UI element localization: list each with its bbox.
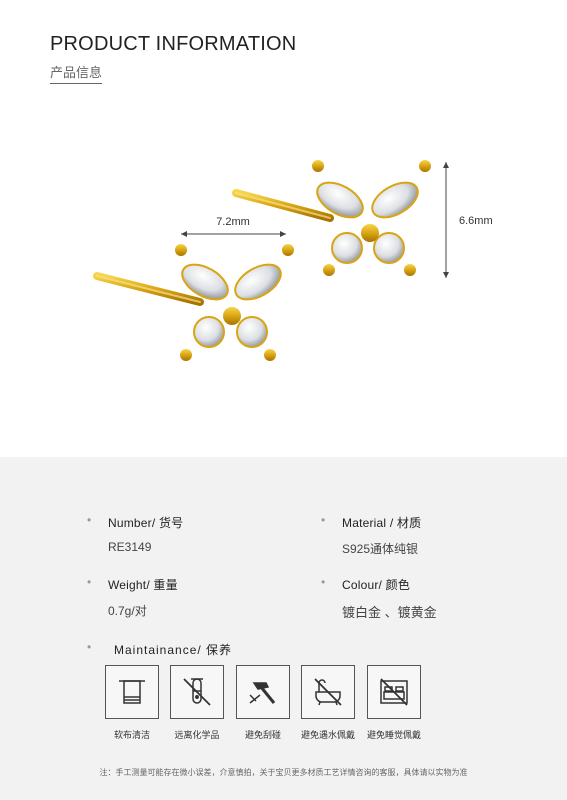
bullet-icon: • — [87, 575, 92, 589]
earring-front — [93, 244, 294, 361]
spec-value: 0.7g/对 — [108, 604, 147, 618]
bullet-icon: • — [87, 640, 92, 654]
care-label: 避免睡觉佩戴 — [367, 731, 422, 741]
specs-panel: • Number/ 货号 RE3149 • Material / 材质 S925… — [0, 457, 567, 800]
bullet-icon: • — [321, 575, 326, 589]
bathtub-icon — [301, 665, 355, 719]
spec-label: Number/ 货号 — [108, 516, 184, 530]
care-icons: 软布清洁 远离化学品 避免刮碰 — [105, 665, 425, 755]
product-photo: 7.2mm 6.6mm — [93, 160, 493, 361]
spec-value: RE3149 — [108, 540, 152, 554]
spec-material: • Material / 材质 S925通体纯银 — [321, 513, 422, 557]
spec-maintainance: • Maintainance/ 保养 — [87, 640, 233, 658]
disclaimer-note: 注：手工测量可能存在微小误差，介意慎拍，关于宝贝更多材质工艺详情咨询的客服，具体… — [99, 768, 468, 777]
care-item: 避免刮碰 — [236, 665, 290, 741]
bullet-icon: • — [321, 513, 326, 527]
spec-value: 镀白金 、镀黄金 — [342, 605, 437, 620]
spec-weight: • Weight/ 重量 0.7g/对 — [87, 575, 178, 619]
care-label: 远离化学品 — [174, 731, 220, 741]
page-title: PRODUCT INFORMATION — [50, 33, 297, 55]
spec-value: S925通体纯银 — [342, 542, 419, 556]
spec-label: Maintainance/ 保养 — [114, 643, 233, 657]
header: PRODUCT INFORMATION 产品信息 — [50, 33, 296, 84]
test-tube-icon — [170, 665, 224, 719]
spec-label: Colour/ 颜色 — [342, 578, 411, 592]
care-label: 软布清洁 — [113, 731, 150, 741]
care-item: 避免睡觉佩戴 — [367, 665, 421, 741]
care-label: 避免刮碰 — [244, 731, 281, 741]
towel-icon — [105, 665, 159, 719]
height-dimension: 6.6mm — [443, 162, 493, 278]
care-item: 远离化学品 — [170, 665, 224, 741]
care-label: 避免遇水佩戴 — [301, 731, 356, 741]
bed-icon — [367, 665, 421, 719]
width-dimension: 7.2mm — [181, 216, 286, 237]
bullet-icon: • — [87, 513, 92, 527]
earring-back — [232, 160, 431, 276]
care-item: 避免遇水佩戴 — [301, 665, 355, 741]
width-label: 7.2mm — [216, 216, 250, 228]
care-item: 软布清洁 — [105, 665, 159, 741]
spec-colour: • Colour/ 颜色 镀白金 、镀黄金 — [321, 575, 437, 621]
spec-number: • Number/ 货号 RE3149 — [87, 513, 184, 554]
hammer-icon — [236, 665, 290, 719]
spec-label: Material / 材质 — [342, 516, 422, 530]
page-subtitle: 产品信息 — [50, 62, 103, 84]
spec-label: Weight/ 重量 — [108, 578, 178, 592]
height-label: 6.6mm — [459, 215, 493, 227]
